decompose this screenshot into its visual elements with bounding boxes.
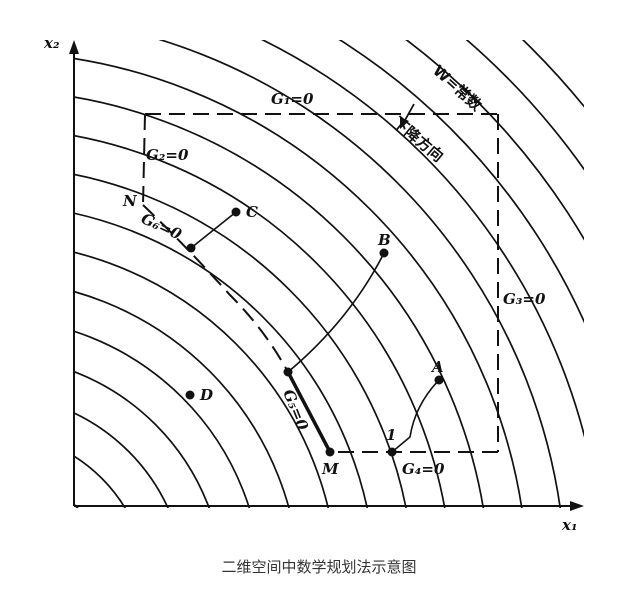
objective-contour-line — [521, 40, 584, 108]
label-n: N — [122, 192, 138, 210]
point-1 — [387, 447, 397, 457]
point-c — [231, 207, 241, 217]
objective-contour-lines — [74, 40, 584, 508]
objective-contour-line — [74, 57, 523, 508]
label-g2: G₂=0 — [146, 146, 189, 164]
point-b — [379, 248, 389, 258]
point-g5-start — [283, 367, 293, 377]
objective-contour-line — [405, 40, 584, 241]
objective-contour-line — [74, 290, 290, 508]
label-g1: G₁=0 — [271, 90, 314, 108]
search-path-c — [190, 211, 237, 249]
label-1: 1 — [386, 426, 396, 444]
figure-caption: 二维空间中数学规划法示意图 — [221, 558, 417, 576]
objective-contour-line — [157, 40, 561, 508]
constraint-g5-boundary — [286, 371, 332, 453]
objective-contour-line — [74, 134, 446, 508]
search-path-b — [287, 252, 385, 373]
optimization-diagram: x₁ x₂ A B C D M N 1 G₁=0 G₂=0 G₃=0 G₄=0 … — [43, 34, 584, 534]
label-g4: G₄=0 — [402, 460, 445, 478]
objective-contour-line — [465, 40, 584, 171]
objective-contour-line — [74, 330, 251, 508]
descent-direction-arrowhead — [400, 117, 409, 129]
search-path-a — [391, 379, 440, 453]
label-descent-direction: 下降方向 — [389, 113, 447, 165]
objective-contour-line — [74, 212, 369, 508]
descent-direction-arrow — [403, 103, 415, 123]
x2-axis-arrow — [69, 40, 79, 54]
objective-contour-line — [74, 370, 210, 508]
label-d: D — [199, 386, 213, 404]
objective-contour-line — [74, 251, 329, 508]
objective-contour-line — [260, 40, 584, 439]
x2-axis-label: x₂ — [43, 34, 60, 52]
objective-contour-line — [74, 412, 169, 508]
point-m — [325, 447, 335, 457]
point-g6-intersection — [186, 243, 196, 253]
label-b: B — [377, 231, 391, 249]
objective-contour-line — [74, 503, 79, 508]
label-objective-constant: W=常数 — [429, 62, 486, 116]
objective-contour-line — [74, 455, 126, 508]
x1-axis-arrow — [570, 501, 584, 511]
objective-contour-line — [74, 173, 407, 508]
point-d — [185, 390, 195, 400]
label-m: M — [321, 460, 339, 478]
label-c: C — [246, 203, 258, 221]
point-a — [434, 375, 444, 385]
objective-contour-line — [338, 40, 584, 324]
label-g6: G₆=0 — [138, 209, 185, 243]
label-a: A — [430, 358, 444, 376]
constraint-g2-boundary — [142, 113, 146, 206]
x1-axis-label: x₁ — [561, 516, 578, 534]
constraint-g6-boundary — [142, 204, 289, 373]
label-g3: G₃=0 — [503, 290, 546, 308]
objective-contour-line — [74, 96, 485, 508]
